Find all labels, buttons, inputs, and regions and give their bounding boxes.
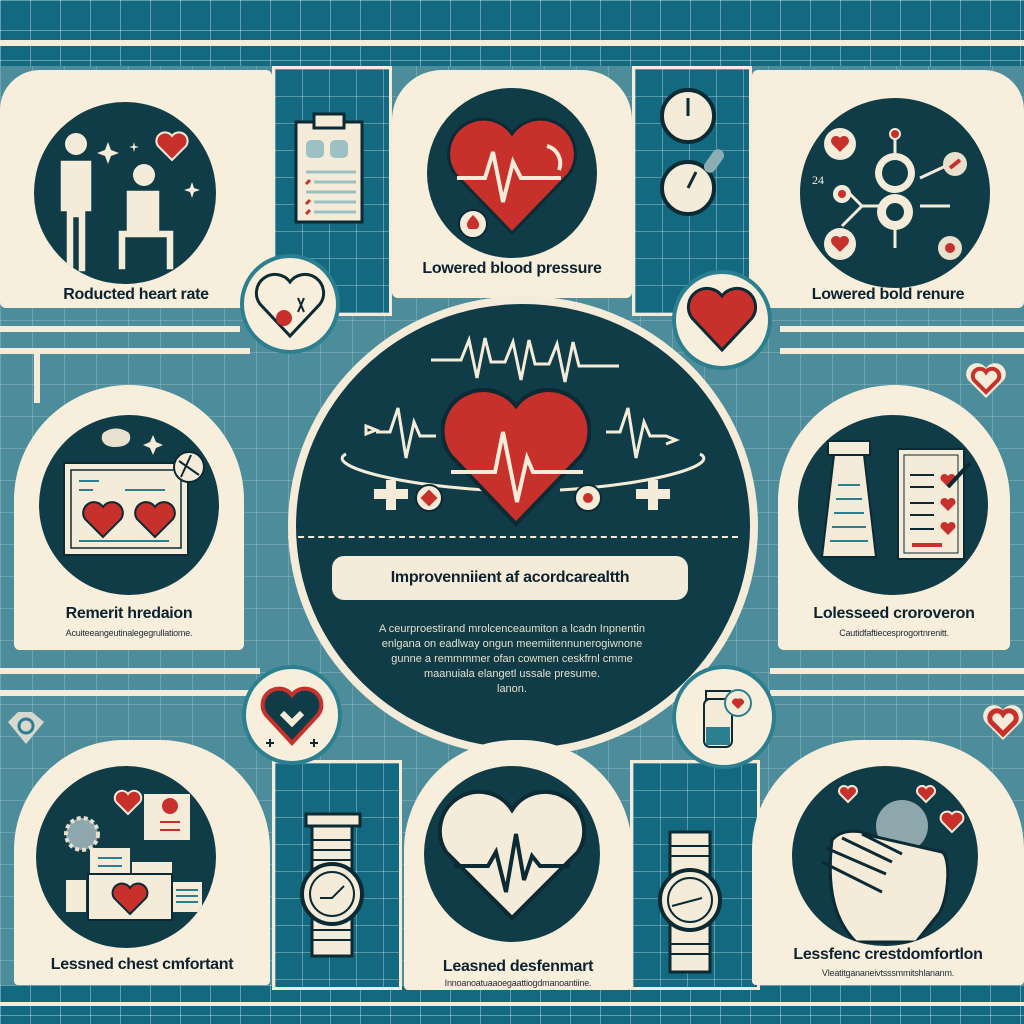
top-band bbox=[0, 0, 1024, 66]
small-heart-icon bbox=[964, 362, 1008, 402]
card-title: Lessned chest cmfortant bbox=[50, 956, 234, 973]
divider-line bbox=[34, 348, 40, 403]
bottom-stripe bbox=[0, 1002, 1024, 1006]
card-middle-left: Remerit hredaion Acuiteeangeutinalegegru… bbox=[14, 385, 244, 650]
divider-line bbox=[780, 326, 1024, 332]
heart-ecg-icon bbox=[441, 388, 591, 527]
drop-badge-icon bbox=[4, 708, 48, 748]
card-subtitle: Cautidfaftiecesprogortnrenitt. bbox=[839, 628, 949, 638]
flask-checklist-icon bbox=[798, 415, 988, 595]
card-subtitle: Vleatitgananeivtsssmmitshlananm. bbox=[821, 968, 955, 978]
svg-text:24: 24 bbox=[812, 173, 824, 187]
divider-line bbox=[0, 668, 260, 674]
card-subtitle: Innoanoatuaaoegaattiogdmanoantiine. bbox=[444, 978, 592, 988]
plus-icon bbox=[636, 480, 670, 510]
wristwatch-icon bbox=[656, 828, 726, 978]
center-title: Improvenniient af acordcarealtth bbox=[332, 556, 688, 600]
people-seated-heart-icon bbox=[34, 102, 216, 284]
paragraph-line: maanuiala elangetl ussale presume. bbox=[423, 668, 601, 680]
wristwatch-icon bbox=[298, 810, 368, 970]
divider-line bbox=[770, 690, 1024, 696]
divider-line bbox=[0, 690, 260, 696]
vial-heart-badge-icon bbox=[672, 665, 776, 769]
card-title: Lolesseed croroveron bbox=[813, 605, 975, 622]
divider-line bbox=[780, 348, 1024, 354]
card-title: Leasned desfenmart bbox=[442, 958, 594, 975]
card-subtitle: Acuiteeangeutinalegegrullatiome. bbox=[65, 628, 193, 638]
card-middle-right: Lolesseed croroveron Cautidfaftiecesprog… bbox=[778, 385, 1010, 650]
card-bottom-right: Lessfenc crestdomfortlon Vleatitgananeiv… bbox=[752, 740, 1024, 985]
clipboard-icon bbox=[292, 110, 368, 226]
heart-outline-ecg-icon bbox=[424, 766, 600, 942]
heart-badge-icon bbox=[672, 270, 772, 370]
paragraph-line: gunne a remmmmer ofan cowmen ceskfrnl cm… bbox=[391, 653, 633, 665]
card-title: Lowered blood pressure bbox=[422, 260, 602, 277]
divider-line bbox=[0, 326, 240, 332]
ecg-line-icon bbox=[340, 334, 706, 512]
divider-line bbox=[0, 348, 250, 354]
card-top-right: 24 Lowered bold renure bbox=[752, 70, 1024, 308]
broken-heart-badge-icon bbox=[240, 254, 340, 354]
card-bottom-center: Leasned desfenmart Innoanoatuaaoegaattio… bbox=[404, 740, 632, 990]
paragraph-line: A ceurproestirand mrolcenceaumiton a lca… bbox=[379, 623, 645, 635]
card-bottom-left: Lessned chest cmfortant bbox=[14, 740, 270, 985]
divider-line bbox=[770, 668, 1024, 674]
paragraph-line: lanon. bbox=[497, 683, 527, 695]
molecule-network-icon: 24 bbox=[800, 98, 990, 288]
heart-ecg-icon bbox=[427, 88, 597, 258]
top-stripe bbox=[0, 40, 1024, 46]
card-title: Lowered bold renure bbox=[811, 286, 965, 303]
documents-heart-icon bbox=[36, 766, 216, 948]
clock-gauges-icon bbox=[656, 86, 736, 226]
center-paragraph: A ceurproestirand mrolcenceaumiton a lca… bbox=[340, 622, 684, 697]
card-title: Roducted heart rate bbox=[63, 286, 209, 303]
small-heart-icon bbox=[982, 704, 1024, 744]
card-top-center: Lowered blood pressure bbox=[392, 70, 632, 298]
paragraph-line: enlgana on eadlway ongun meemiitennunero… bbox=[381, 638, 643, 650]
hand-on-chest-icon bbox=[792, 766, 978, 946]
heart-check-badge-icon bbox=[242, 665, 342, 765]
card-title: Remerit hredaion bbox=[65, 605, 193, 622]
card-top-left: Roducted heart rate bbox=[0, 70, 272, 308]
plus-icon bbox=[374, 480, 408, 510]
divider-dashed bbox=[288, 536, 738, 538]
monitor-hearts-icon bbox=[39, 415, 219, 595]
card-title: Lessfenc crestdomfortlon bbox=[793, 946, 983, 963]
